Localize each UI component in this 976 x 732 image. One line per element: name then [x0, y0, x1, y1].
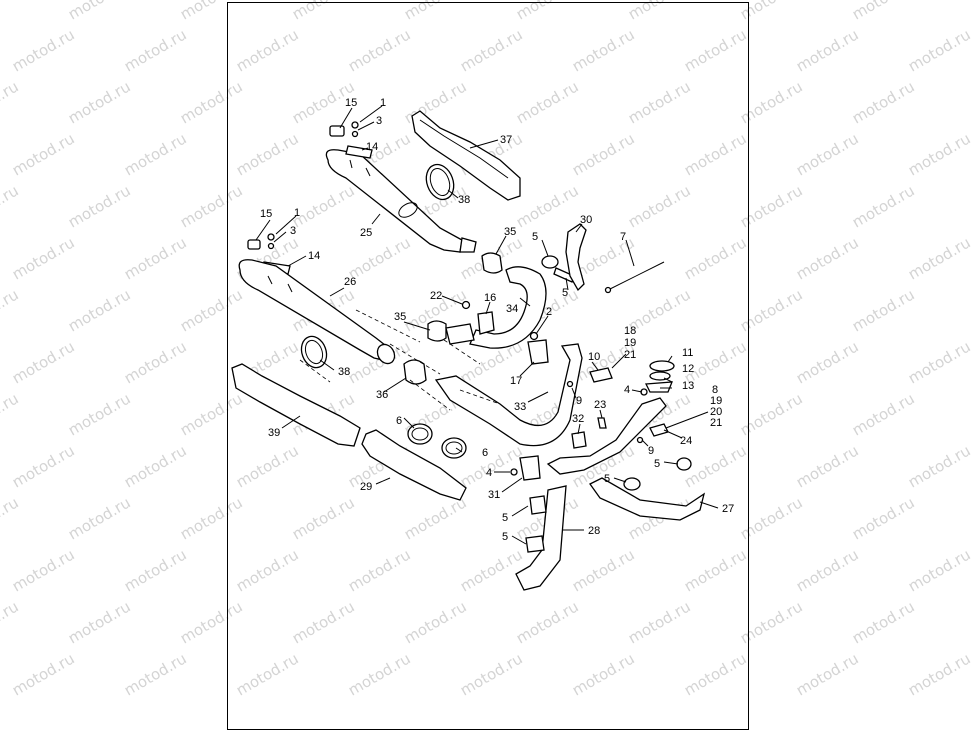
callout-31: 31 — [488, 489, 500, 501]
callout-34: 34 — [506, 303, 518, 315]
gasket-5c — [676, 457, 692, 471]
callout-5-e: 5 — [502, 512, 508, 524]
callout-11: 11 — [682, 347, 693, 359]
callout-5-f: 5 — [502, 531, 508, 543]
callout-24: 24 — [680, 435, 692, 447]
callout-5-d: 5 — [604, 473, 610, 485]
sensor-10 — [589, 367, 613, 383]
callout-35-lower: 35 — [394, 311, 406, 323]
clamp-35-lower — [427, 320, 447, 342]
callout-17: 17 — [510, 375, 522, 387]
callout-1-upper: 1 — [380, 97, 386, 109]
callout-16: 16 — [484, 292, 496, 304]
sensor-24 — [649, 423, 669, 437]
heat-shield-39 — [231, 363, 361, 447]
callout-27: 27 — [722, 503, 734, 515]
callout-23: 23 — [594, 399, 606, 411]
callout-36: 36 — [376, 389, 388, 401]
stud-23 — [597, 417, 607, 429]
callout-18: 18 — [624, 325, 636, 337]
clamp-38-upper — [425, 163, 455, 201]
callout-21-lower: 21 — [710, 417, 722, 429]
bracket-15-upper — [329, 125, 345, 137]
bolt-9a — [566, 380, 574, 388]
callout-39: 39 — [268, 427, 280, 439]
spring-5e — [529, 495, 547, 515]
clamp-6b — [441, 437, 467, 459]
callout-labels: 1 15 3 14 37 38 25 15 1 3 14 26 35 5 30 … — [260, 97, 734, 543]
callout-8: 8 — [712, 384, 718, 396]
flange-13 — [644, 381, 673, 393]
gasket-5d — [623, 477, 641, 491]
callout-12: 12 — [682, 363, 694, 375]
callout-37: 37 — [500, 134, 512, 146]
callout-32: 32 — [572, 413, 584, 425]
callout-3-lower: 3 — [290, 225, 296, 237]
diagram-frame — [227, 2, 749, 730]
callout-7: 7 — [620, 231, 626, 243]
gasket-12 — [649, 371, 671, 381]
head-pipe-28 — [515, 485, 567, 591]
nut-22 — [461, 300, 471, 310]
callout-15-upper: 15 — [345, 97, 357, 109]
head-pipe-33 — [434, 343, 583, 447]
callout-2: 2 — [546, 306, 552, 318]
callout-38-upper: 38 — [458, 194, 470, 206]
callout-38-lower: 38 — [338, 366, 350, 378]
heat-shield-29 — [361, 429, 467, 501]
leader-lines — [255, 105, 719, 545]
bracket-32 — [571, 431, 587, 449]
callout-5-a: 5 — [532, 231, 538, 243]
callout-25: 25 — [360, 227, 372, 239]
callout-5-c: 5 — [654, 458, 660, 470]
callout-13: 13 — [682, 380, 694, 392]
callout-33: 33 — [514, 401, 526, 413]
callout-30: 30 — [580, 214, 592, 226]
callout-19-upper: 19 — [624, 337, 636, 349]
callout-9-b: 9 — [648, 445, 654, 457]
callout-35-upper: 35 — [504, 226, 516, 238]
clamp-35-upper — [481, 252, 503, 274]
callout-5-b: 5 — [562, 287, 568, 299]
bracket-17 — [527, 339, 549, 365]
head-pipe-27 — [589, 477, 706, 521]
bracket-31 — [519, 455, 541, 481]
callout-15-lower: 15 — [260, 208, 272, 220]
callout-6-a: 6 — [396, 415, 402, 427]
callout-14-upper: 14 — [366, 141, 378, 153]
clamp-38-lower — [300, 335, 328, 369]
clamp-6a — [407, 423, 433, 445]
callout-4-b: 4 — [486, 467, 492, 479]
callout-14-lower: 14 — [308, 250, 320, 262]
gasket-5a — [541, 255, 559, 269]
gasket-11 — [649, 360, 675, 372]
callout-28: 28 — [588, 525, 600, 537]
callout-22: 22 — [430, 290, 442, 302]
nut-4b — [510, 468, 518, 476]
spring-5b — [553, 267, 575, 283]
coupler-36 — [403, 359, 427, 385]
callout-29: 29 — [360, 481, 372, 493]
bracket-16 — [477, 311, 495, 335]
callout-26: 26 — [344, 276, 356, 288]
bolt-2 — [529, 331, 539, 341]
bolt-1-upper — [351, 121, 359, 129]
bolt-1-lower — [267, 233, 275, 241]
callout-19-lower: 19 — [710, 395, 722, 407]
heat-shield-30 — [565, 223, 587, 292]
callout-9-a: 9 — [576, 395, 582, 407]
callout-20: 20 — [710, 406, 722, 418]
callout-21-upper: 21 — [624, 349, 636, 361]
cable-7 — [607, 261, 665, 291]
spring-5f — [525, 535, 545, 553]
callout-6-b: 6 — [482, 447, 488, 459]
callout-1-lower: 1 — [294, 207, 300, 219]
callout-4-a: 4 — [624, 384, 630, 396]
bracket-15-lower — [247, 239, 261, 250]
callout-10: 10 — [588, 351, 600, 363]
callout-3-upper: 3 — [376, 115, 382, 127]
bolt-9b — [636, 436, 644, 444]
